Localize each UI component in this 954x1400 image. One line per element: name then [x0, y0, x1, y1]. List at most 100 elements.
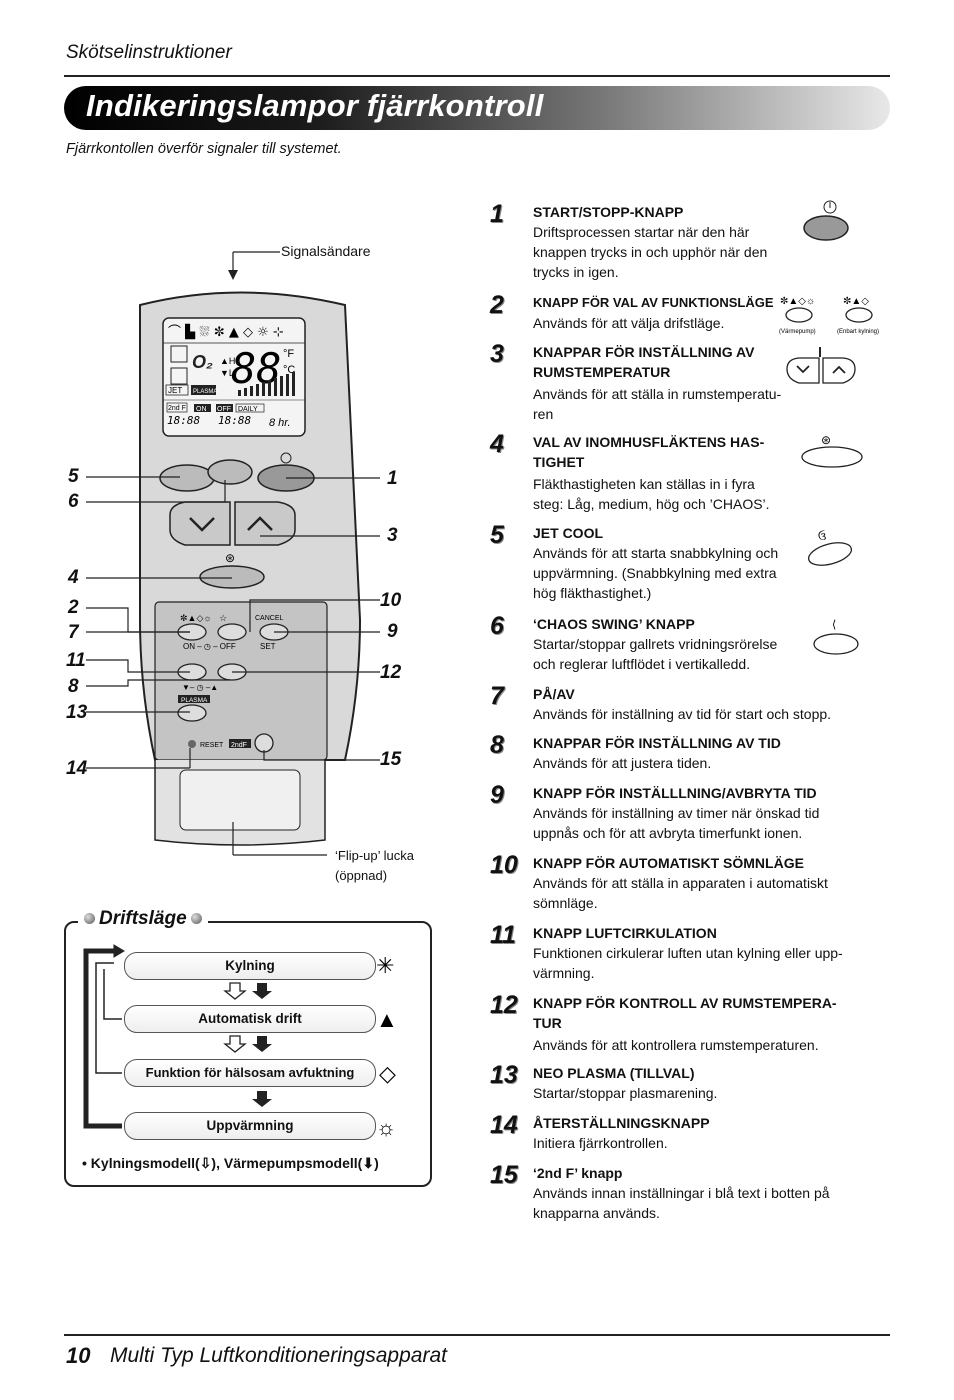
svg-text:⟨: ⟨ [832, 619, 836, 631]
remote-onoff: ON – ◷ – OFF [183, 642, 236, 651]
item-number: 2 [490, 291, 504, 319]
start-stop-button-icon [803, 200, 849, 241]
item-number: 7 [490, 682, 504, 710]
item-title: KNAPP FÖR AUTOMATISKT SÖMNLÄGE [533, 855, 804, 871]
item-desc: Används för inställning av timer när öns… [533, 805, 820, 821]
lcd-on: ON [196, 406, 207, 413]
item-title: NEO PLASMA (TILLVAL) [533, 1065, 695, 1081]
item-desc: Startar/stoppar plasmarening. [533, 1085, 718, 1101]
lcd-hr: 8 hr. [269, 417, 291, 429]
callout-15: 15 [380, 749, 402, 770]
heating-icon: ☼ [376, 1115, 396, 1140]
item-desc: ren [533, 406, 554, 422]
item-desc: Funktionen cirkulerar luften utan kylnin… [533, 945, 843, 961]
item-desc: Driftsprocessen startar när den här [533, 224, 750, 240]
svg-text:⊛: ⊛ [821, 433, 831, 447]
auto-icon: ▲ [376, 1007, 398, 1032]
remote-set: SET [260, 642, 276, 651]
title-bar [64, 86, 890, 130]
item-1: 1 START/STOPP-KNAPP Driftsprocessen star… [490, 200, 870, 282]
lcd-time1: 18:88 [167, 414, 200, 427]
remote-2ndf: 2ndF [231, 742, 247, 749]
item-desc: Startar/stoppar gallrets vridningsrörels… [533, 636, 778, 652]
jet-cool-button-icon: ઉ [807, 530, 853, 566]
svg-text:O₂: O₂ [192, 352, 213, 372]
cooling-icon: ✳ [376, 953, 394, 978]
item-desc: knappen trycks in och upphör när den [533, 244, 768, 260]
bullet-icon [84, 913, 95, 924]
header-rule [64, 75, 890, 77]
callout-3: 3 [387, 525, 398, 546]
item-desc: hög fläkthastighet.) [533, 585, 652, 601]
item-title: KNAPPAR FÖR INSTÄLLNING AV RUMSTEMPERATU… [533, 344, 755, 380]
callout-11: 11 [66, 650, 86, 671]
item-number: 10 [490, 851, 518, 879]
callout-9: 9 [387, 621, 398, 642]
item-title: KNAPP LUFTCIRKULATION [533, 925, 717, 941]
remote-timer: ▼– ◷ –▲ [182, 683, 218, 692]
callout-6: 6 [68, 491, 79, 512]
lcd-off: OFF [217, 406, 231, 413]
item-title: KNAPP FÖR KONTROLL AV RUMSTEMPERA- TUR [533, 995, 837, 1031]
callout-12: 12 [380, 662, 402, 683]
signal-label: Signalsändare [281, 243, 371, 259]
mode-flow-diagram: ✳ ▲ ◇ ☼ [83, 944, 398, 1140]
item-number: 8 [490, 731, 504, 759]
flip-label-1: ‘Flip-up’ lucka [335, 848, 414, 863]
lcd-daily: DAILY [238, 406, 258, 413]
item-desc: Används innan inställningar i blå text i… [533, 1185, 830, 1201]
remote-cancel: CANCEL [255, 615, 284, 622]
svg-text:✼▲◇☼: ✼▲◇☼ [780, 296, 815, 307]
item-desc: Används för inställning av tid för start… [533, 706, 832, 722]
svg-text:ઉ: ઉ [818, 530, 826, 543]
lcd-time2: 18:88 [218, 414, 251, 427]
item-desc: och reglerar luftflödet i vertikalledd. [533, 656, 751, 672]
item-desc: Används för att ställa in rumstemperatu- [533, 386, 782, 402]
callout-8: 8 [68, 676, 79, 697]
item-number: 15 [490, 1161, 518, 1189]
item-desc: Fläkthastigheten kan ställas in i fyra [533, 476, 755, 492]
lcd-plasma: PLASMA [193, 389, 217, 395]
coolonly-label: (Enbart kylning) [837, 329, 879, 335]
item-number: 5 [490, 521, 504, 549]
svg-text:✼▲◇☼ ☆: ✼▲◇☼ ☆ [180, 613, 227, 623]
operation-mode-box [64, 921, 432, 1187]
item-desc: Används för att ställa in apparaten i au… [533, 875, 828, 891]
item-desc: sömnläge. [533, 895, 598, 911]
svg-text:▲H: ▲H [220, 356, 235, 366]
item-number: 11 [490, 921, 516, 949]
intro-text: Fjärrkontollen överför signaler till sys… [66, 141, 342, 157]
item-desc: uppvärmning. (Snabbkylning med extra [533, 565, 777, 581]
item-title: JET COOL [533, 525, 604, 541]
mode-dehumidify: Funktion för hälsosam avfuktning [124, 1059, 376, 1087]
item-desc: värmning. [533, 965, 595, 981]
item-desc: knapparna används. [533, 1205, 660, 1221]
item-number: 13 [490, 1061, 518, 1089]
item-title: ‘2nd F’ knapp [533, 1165, 623, 1181]
remote-reset: RESET [200, 742, 224, 749]
svg-text:°F: °F [283, 348, 294, 360]
mode-legend: • Kylningsmodell(⇩), Värmepumpsmodell(⬇) [82, 1155, 379, 1171]
item-title: PÅ/AV [533, 686, 575, 702]
callout-7: 7 [68, 622, 79, 643]
page-number: 10 [66, 1343, 91, 1368]
dry-icon: ◇ [379, 1061, 396, 1086]
mode-heating: Uppvärmning [124, 1112, 376, 1140]
fan-button-icon: ⊛ [801, 433, 863, 468]
temperature-buttons-icon [786, 347, 856, 384]
svg-text:✼▲◇: ✼▲◇ [843, 296, 869, 307]
item-desc: uppnås och för att avbryta timerfunkt io… [533, 825, 803, 841]
item-title: START/STOPP-KNAPP [533, 204, 684, 220]
item-number: 4 [490, 430, 504, 458]
svg-text:⌒ ▙ ⛆ ✼ ▲ ◇ ☼ ⊹: ⌒ ▙ ⛆ ✼ ▲ ◇ ☼ ⊹ [168, 323, 284, 340]
item-desc: Används för att kontrollera rumstemperat… [533, 1037, 819, 1053]
operation-mode-heading: Driftsläge [78, 908, 208, 930]
item-title: ÅTERSTÄLLNINGSKNAPP [533, 1115, 710, 1131]
item-title: ‘CHAOS SWING’ KNAPP [533, 616, 695, 632]
item-desc: Används för att starta snabbkylning och [533, 545, 779, 561]
heatpump-label: (Värmepump) [779, 329, 816, 335]
item-title: KNAPP FÖR INSTÄLLLNING/AVBRYTA TID [533, 785, 817, 801]
svg-text:⊛: ⊛ [225, 551, 235, 565]
remote-plasma-label: PLASMA [181, 697, 208, 704]
footer-title: Multi Typ Luftkonditioneringsapparat [110, 1344, 447, 1367]
